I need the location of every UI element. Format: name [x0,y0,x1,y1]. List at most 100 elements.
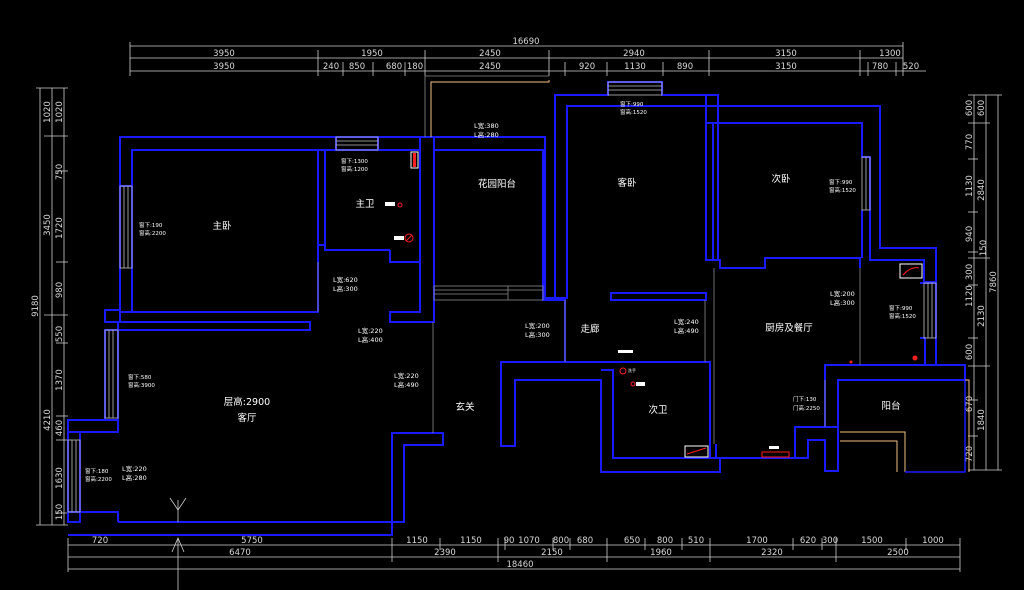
note-kitchen-door-2: L高:300 [830,298,855,307]
dim-bot2-10: 800 [657,536,673,546]
dim-bot2-13: 620 [800,536,816,546]
dim-left-2: 3450 [43,214,53,236]
dim-left2-1: 1020 [55,101,65,123]
note-bath-win-2: 窗高:1200 [341,165,368,173]
bath-fixture-1 [385,202,395,206]
dim-bot-1: 6470 [229,548,251,558]
dim-bot2-16: 1000 [922,536,944,546]
note-living-bdoor-2: L高:280 [122,473,147,482]
note-living-win-1: 窗下:580 [128,373,152,381]
note-guest-win-1: 窗下:990 [620,100,644,108]
dim-top-overall: 16690 [512,37,539,47]
dim-right2-6: 300 [965,264,975,280]
note-living-win-2: 窗高:3900 [128,381,155,389]
note-mb-win-1: 窗下:190 [139,221,163,229]
room-labels: 主卧 主卫 花园阳台 客卧 次卧 层高:2900 客厅 玄关 走廊 次卫 厨房及… [212,173,900,424]
dim-right-2: 2840 [977,179,987,201]
dim-top2-12: 520 [903,62,919,72]
dim-bot2-11: 510 [688,536,704,546]
dim-right2-3: 1130 [965,175,975,197]
note-bath-door-2: L高:300 [333,284,358,293]
dim-left2-2: 750 [55,164,65,180]
opening-notes: 窗下:190 窗高:2200 窗下:1300 窗高:1200 L宽:620 L高… [85,100,916,483]
dim-top-5: 3150 [775,49,797,59]
note-kitchen-door-1: L宽:200 [830,289,855,298]
dim-bot2-5: 90 [504,536,515,546]
dim-left2-4: 980 [55,282,65,298]
dim-bot-3: 2150 [541,548,563,558]
dim-top2-4: 680 [386,62,402,72]
note-bath2-door-2: L高:490 [674,326,699,335]
dim-bot2-9: 650 [624,536,640,546]
note-garden-door-1: L宽:380 [474,121,499,130]
label-balcony: 阳台 [881,400,900,412]
kitchen-window-marker [899,263,923,279]
bath-drain-icon-2 [404,233,414,243]
dim-top2-9: 890 [677,62,693,72]
dim-left2-8: 1630 [55,467,65,489]
label-second-bedroom: 次卧 [771,173,791,185]
note-mb-door-1: L宽:220 [358,326,383,335]
dim-left2-5: 550 [55,326,65,342]
note-living-bwin-1: 窗下:180 [85,467,109,475]
dim-left-3: 4210 [43,409,53,431]
dim-top2-6: 2450 [479,62,501,72]
dim-bot2-7: 800 [553,536,569,546]
dim-left2-9: 150 [55,504,65,520]
note-sink: 洗手 [628,367,636,373]
note-balcony-door-1: 门下:130 [793,395,817,403]
dim-left-overall: 9180 [31,295,41,317]
dimension-text: 16690 3950 1950 2450 2940 3150 1300 3950… [31,37,999,570]
note-guest-win-2: 窗高:1520 [620,108,647,116]
label-living-room: 客厅 [237,412,257,424]
note-bath-door-1: L宽:620 [333,275,358,284]
dim-right-overall: 7860 [989,271,999,293]
dim-top2-11: 780 [872,62,888,72]
dim-top-4: 2940 [623,49,645,59]
bath2-window [684,445,709,458]
dim-right2-5: 150 [979,240,989,256]
note-mb-door-2: L高:400 [358,335,383,344]
dim-bot2-6: 1070 [518,536,540,546]
label-garden-balcony: 花园阳台 [478,178,516,190]
note-living-door-2: L高:490 [394,380,419,389]
dim-top-3: 2450 [479,49,501,59]
dim-bot-2: 2390 [434,548,456,558]
walls [67,81,966,536]
note-bath2-door-1: L宽:240 [674,317,699,326]
dim-top2-2: 240 [323,62,339,72]
label-entrance: 玄关 [455,401,475,413]
dim-right2-8: 600 [965,344,975,360]
dim-bot2-14: 300 [822,536,838,546]
dim-right2-4: 940 [965,226,975,242]
label-master-bath: 主卫 [355,198,375,210]
dim-top2-8: 1130 [624,62,646,72]
dim-top-1: 3950 [213,49,235,59]
dim-bot2-12: 1700 [746,536,768,546]
dimension-lines [36,42,1002,590]
note-corridor-door-1: L宽:200 [525,321,550,330]
window-details [67,75,970,553]
dim-bot2-8: 680 [577,536,593,546]
dim-right2-10: 720 [965,446,975,462]
note-second-win-2: 窗高:1520 [829,186,856,194]
bath-fixture-2 [394,236,404,240]
dim-top-2: 1950 [361,49,383,59]
dim-right2-2: 770 [965,134,975,150]
note-garden-door-2: L高:280 [474,130,499,139]
dim-bot2-4: 1150 [460,536,482,546]
dim-right-1: 600 [977,100,987,116]
dim-top2-3: 850 [349,62,365,72]
dim-right2-1: 600 [965,100,975,116]
dim-right-4: 1840 [977,409,987,431]
dim-bottom-overall: 18460 [506,560,533,570]
dim-bot2-2: 5750 [241,536,263,546]
label-corridor: 走廊 [580,323,600,335]
bath2-drain-icon [619,367,627,375]
label-kitchen-dining: 厨房及餐厅 [765,322,813,334]
dim-top2-7: 920 [579,62,595,72]
dim-bot2-3: 1150 [406,536,428,546]
dim-top2-1: 3950 [213,62,235,72]
dim-bot-5: 2320 [761,548,783,558]
